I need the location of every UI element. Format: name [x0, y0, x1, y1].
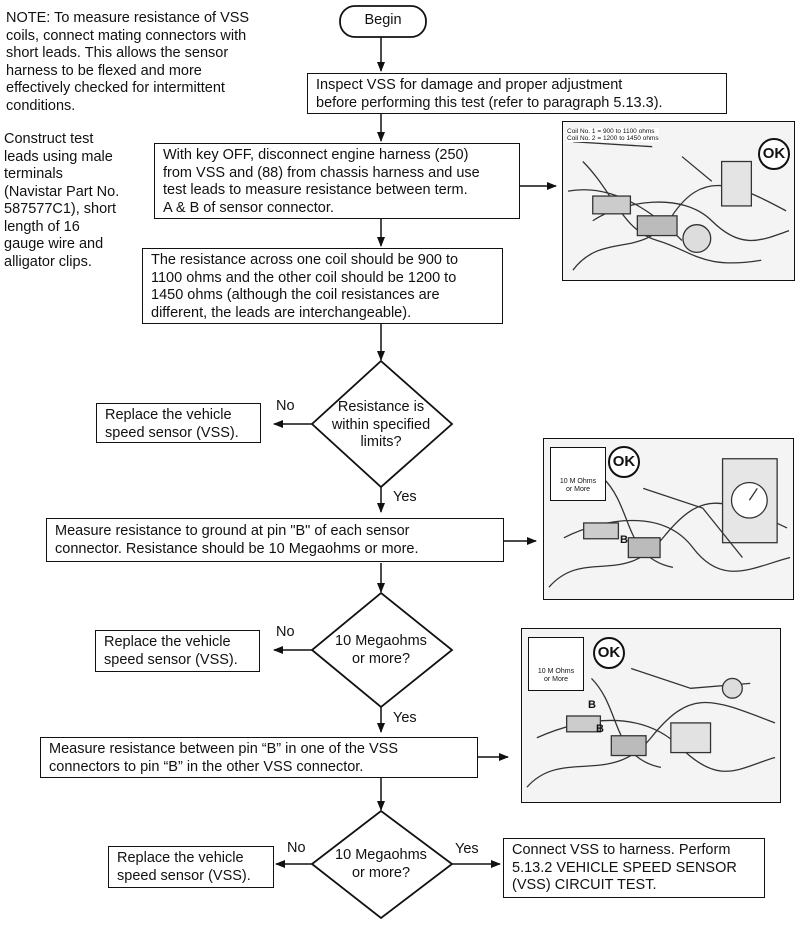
inspect-box: Inspect VSS for damage and proper adjust… [307, 73, 727, 114]
replace-vss-box-1: Replace the vehicle speed sensor (VSS). [96, 403, 261, 443]
yes-label-1: Yes [393, 489, 417, 505]
pin-b-label-3: B [596, 723, 604, 735]
resistance-spec-box: The resistance across one coil should be… [142, 248, 503, 324]
replace-vss-box-3: Replace the vehicle speed sensor (VSS). [108, 846, 274, 888]
ok-badge-1: OK [758, 138, 790, 170]
megaohm-inset-text-2: 10 M Ohms or More [537, 668, 575, 683]
pin-b-label-2: B [588, 699, 596, 711]
begin-terminal [339, 5, 427, 38]
no-label-1: No [276, 398, 295, 414]
final-step-box: Connect VSS to harness. Perform 5.13.2 V… [503, 838, 765, 898]
no-label-3: No [287, 840, 306, 856]
disconnect-box: With key OFF, disconnect engine harness … [154, 143, 520, 219]
no-label-2: No [276, 624, 295, 640]
decision3-diamond [310, 809, 454, 920]
ground-test-box: Measure resistance to ground at pin "B" … [46, 518, 504, 562]
begin-label: Begin [364, 12, 402, 28]
megaohm-inset-2: 10 M Ohms or More [528, 637, 584, 691]
megaohm-inset-text-1: 10 M Ohms or More [559, 478, 597, 493]
top-note: NOTE: To measure resistance of VSS coils… [6, 10, 250, 114]
decision3-text: 10 Megaohms or more? [335, 847, 427, 881]
figure-pin-to-pin-test-photo: 10 M Ohms or More OK B B [521, 628, 781, 803]
yes-label-2: Yes [393, 710, 417, 726]
figure-ground-test-photo: 10 M Ohms or More OK B [543, 438, 794, 600]
decision2-diamond [310, 591, 454, 709]
replace-vss-box-2: Replace the vehicle speed sensor (VSS). [95, 630, 260, 672]
yes-label-3: Yes [455, 841, 479, 857]
ok-badge-2: OK [608, 446, 640, 478]
ok-badge-3: OK [593, 637, 625, 669]
decision1-text: Resistance is within specified limits? [331, 399, 431, 450]
decision1-diamond [310, 359, 454, 489]
pin-b-label-1: B [620, 534, 628, 546]
coil-values-caption: Coil No. 1 = 900 to 1100 ohms Coil No. 2… [567, 128, 659, 142]
figure-coil-test-photo: Coil No. 1 = 900 to 1100 ohms Coil No. 2… [562, 121, 795, 281]
pin-test-box: Measure resistance between pin “B” in on… [40, 737, 478, 778]
megaohm-inset-1: 10 M Ohms or More [550, 447, 606, 501]
decision2-text: 10 Megaohms or more? [335, 633, 427, 667]
side-note: Construct test leads using male terminal… [4, 131, 120, 270]
